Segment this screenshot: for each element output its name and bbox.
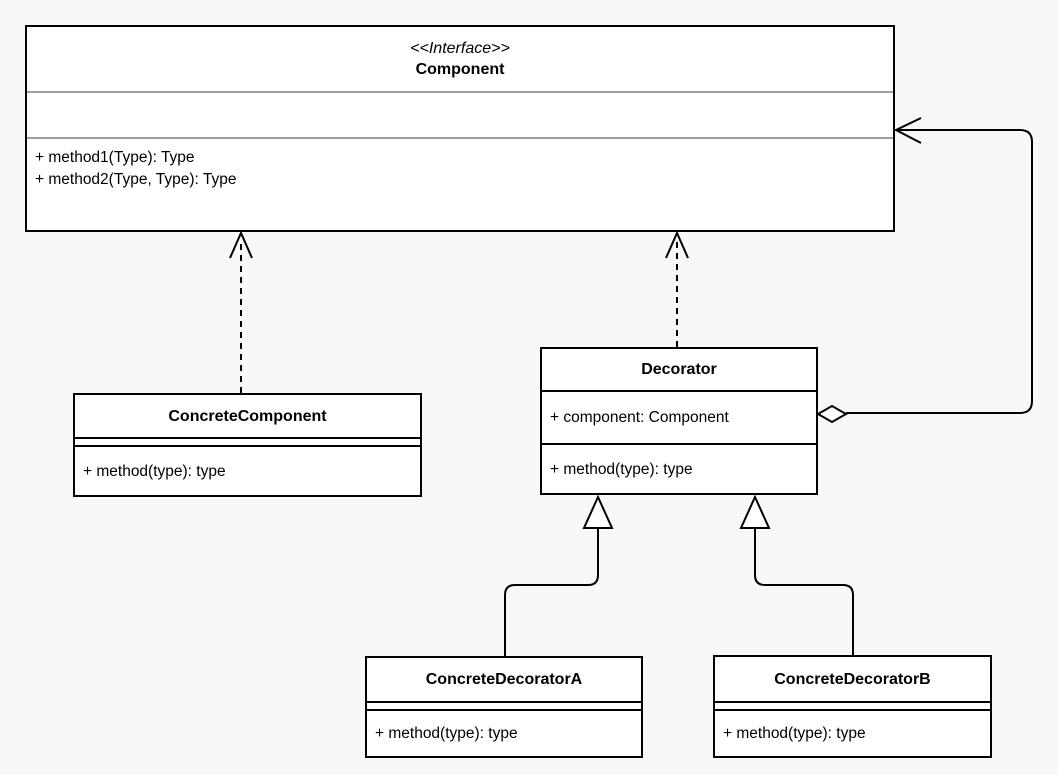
methods-compartment-concrete-decorator-b: + method(type): type	[715, 709, 990, 756]
class-name-concrete-decorator-b: ConcreteDecoratorB	[774, 670, 931, 688]
class-name-decorator: Decorator	[641, 361, 717, 378]
attribute-line: + component: Component	[550, 409, 729, 426]
attributes-compartment-concrete-component	[75, 437, 420, 445]
open-arrowhead-icon	[665, 230, 689, 259]
class-header-concrete-decorator-a: ConcreteDecoratorA	[367, 658, 641, 701]
method-line: + method(type): type	[83, 462, 226, 480]
class-name-component: Component	[415, 60, 505, 78]
hollow-triangle-arrowhead-icon	[739, 494, 771, 529]
class-box-decorator: Decorator + component: Component + metho…	[540, 347, 818, 495]
class-header-component: <<Interface>> Component	[27, 27, 893, 91]
generalization-concrete-decorator-b-to-decorator	[739, 494, 854, 655]
stereotype-label: <<Interface>>	[410, 39, 510, 57]
class-box-component: <<Interface>> Component + method1(Type):…	[25, 25, 895, 232]
class-box-concrete-component: ConcreteComponent + method(type): type	[73, 393, 422, 497]
method-line: + method(type): type	[550, 460, 693, 478]
class-header-decorator: Decorator	[542, 349, 816, 390]
hollow-diamond-icon	[815, 404, 849, 424]
method-line: + method(type): type	[375, 725, 518, 742]
open-arrowhead-icon	[893, 117, 922, 144]
attributes-compartment-component	[27, 91, 893, 137]
attributes-compartment-concrete-decorator-a	[367, 701, 641, 709]
methods-compartment-concrete-decorator-a: + method(type): type	[367, 709, 641, 756]
class-box-concrete-decorator-a: ConcreteDecoratorA + method(type): type	[365, 656, 643, 758]
generalization-concrete-decorator-a-to-decorator	[504, 494, 614, 656]
hollow-triangle-arrowhead-icon	[582, 494, 614, 529]
method-line: + method1(Type): Type	[35, 149, 195, 166]
methods-compartment-decorator: + method(type): type	[542, 443, 816, 493]
class-box-concrete-decorator-b: ConcreteDecoratorB + method(type): type	[713, 655, 992, 758]
attributes-compartment-decorator: + component: Component	[542, 390, 816, 443]
method-line: + method2(Type, Type): Type	[35, 171, 237, 188]
attributes-compartment-concrete-decorator-b	[715, 701, 990, 709]
realization-decorator-to-component	[665, 230, 689, 347]
class-name-concrete-decorator-a: ConcreteDecoratorA	[425, 671, 583, 688]
class-name-concrete-component: ConcreteComponent	[168, 407, 327, 425]
methods-compartment-component: + method1(Type): Type + method2(Type, Ty…	[27, 137, 893, 230]
method-line: + method(type): type	[723, 725, 866, 742]
class-header-concrete-component: ConcreteComponent	[75, 395, 420, 437]
open-arrowhead-icon	[229, 230, 253, 259]
methods-compartment-concrete-component: + method(type): type	[75, 445, 420, 495]
class-header-concrete-decorator-b: ConcreteDecoratorB	[715, 657, 990, 701]
realization-concrete-component-to-component	[229, 230, 253, 393]
